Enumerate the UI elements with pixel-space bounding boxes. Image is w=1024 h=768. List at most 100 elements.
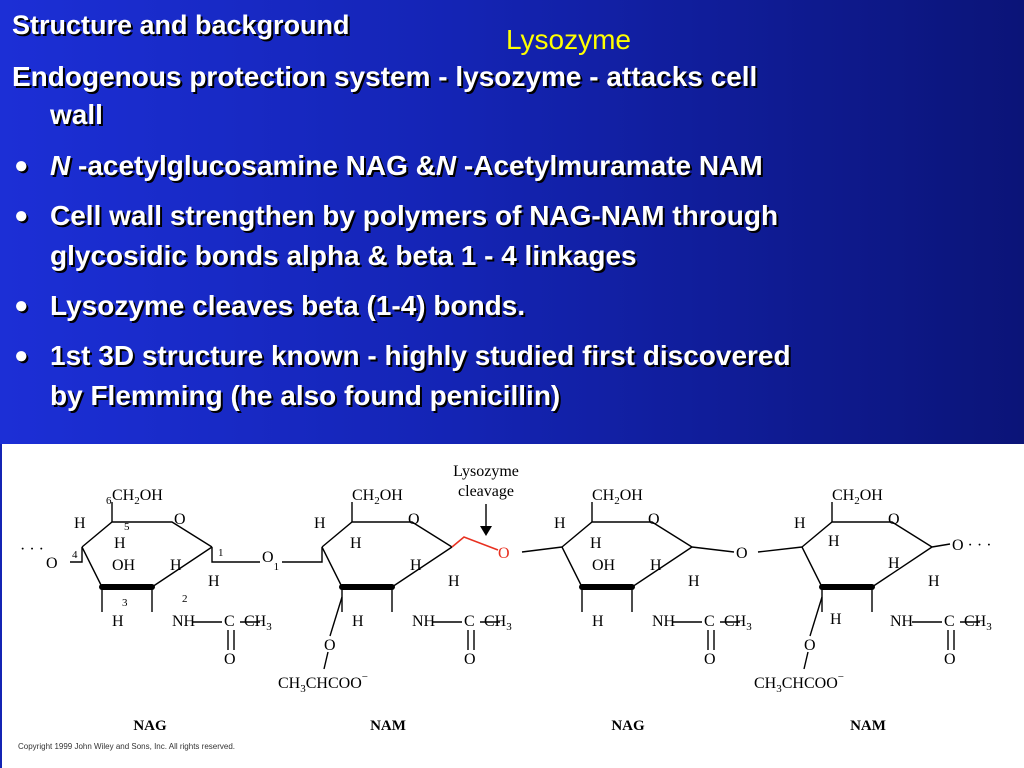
ring-bottom-bonds (321, 546, 453, 588)
oxygen-label: O (804, 637, 816, 654)
bullet-dot-icon: ● (14, 342, 29, 369)
carbon-number: 4 (72, 549, 78, 561)
bullet-text: -acetylglucosamine NAG & (70, 150, 436, 181)
carbon-label: C (224, 613, 235, 630)
carbon-label: C (464, 613, 475, 630)
c4-o-bond (70, 547, 83, 563)
cleavage-label-2: cleavage (458, 483, 514, 500)
ring-label-nam-2: NAM (850, 718, 886, 734)
ring-top-bonds (561, 521, 693, 548)
h-label: H (208, 573, 220, 590)
h-label: H (830, 611, 842, 628)
bullet-text: 1st 3D structure known - highly studied … (50, 340, 791, 371)
bullet-list: ● N -acetylglucosamine NAG &N -Acetylmur… (12, 146, 1012, 426)
ring-oxygen-label: O (408, 511, 420, 528)
oxygen-label: O (324, 637, 336, 654)
h-label: H (350, 535, 362, 552)
ch2oh-label: CH2OH (592, 487, 643, 507)
h-label: H (114, 535, 126, 552)
ch2oh-label: CH2OH (832, 487, 883, 507)
carbon-numbers: 6 5 4 1 3 2 (72, 495, 224, 609)
intro-line-1: Endogenous protection system - lysozyme … (12, 61, 758, 92)
ring-oxygen-label: O (174, 511, 186, 528)
oxygen-label: O (224, 651, 236, 668)
ring-label-nag-1: NAG (133, 718, 167, 734)
glycosidic-oxygen-label: O1 (262, 549, 279, 573)
slide-title: Lysozyme (506, 24, 632, 55)
lactyl-chain-bond (803, 651, 809, 670)
h-label: H (170, 557, 182, 574)
diagram-svg: Lysozyme cleavage · · · O · · · CH2OH O … (20, 463, 992, 734)
nh-label: NH (412, 613, 436, 630)
bullet-item: ● 1st 3D structure known - highly studie… (12, 336, 1012, 416)
ring-oxygen-label: O (648, 511, 660, 528)
h-label: H (554, 515, 566, 532)
oxygen-label: O (464, 651, 476, 668)
ch3-label: CH3 (484, 613, 512, 633)
bullet-item: ● Cell wall strengthen by polymers of NA… (12, 196, 1012, 276)
ch2oh-label: CH2OH (112, 487, 163, 507)
carbon-label: C (704, 613, 715, 630)
diagram-labels: Lysozyme cleavage · · · O · · · CH2OH O … (20, 463, 992, 695)
bullet-dot-icon: ● (14, 292, 29, 319)
ring-top-bonds (81, 521, 213, 548)
ring-label-nam-1: NAM (370, 718, 406, 734)
intro-text: Endogenous protection system - lysozyme … (12, 58, 1002, 134)
glycosidic-bond (691, 546, 735, 553)
carbonyl-bond (467, 630, 475, 650)
peptidoglycan-diagram: Lysozyme cleavage · · · O · · · CH2OH O … (0, 444, 1024, 768)
glycosidic-bond (931, 543, 951, 548)
bullet-dot-icon: ● (14, 152, 29, 179)
h-label: H (314, 515, 326, 532)
lactyl-bond (809, 596, 823, 637)
ch3-label: CH3 (964, 613, 992, 633)
ch3-label: CH3 (244, 613, 272, 633)
ring-bottom-bonds (561, 546, 693, 588)
h-label: H (352, 613, 364, 630)
glycosidic-bond (521, 546, 563, 553)
carbon-number: 3 (122, 597, 128, 609)
carbon-label: C (944, 613, 955, 630)
glycosidic-bond (282, 547, 323, 563)
bullet-text: N (435, 150, 457, 181)
h-label: H (928, 573, 940, 590)
cleavage-label-1: Lysozyme (453, 463, 519, 480)
h-label: H (74, 515, 86, 532)
h-label: H (590, 535, 602, 552)
h-label: H (592, 613, 604, 630)
bullet-item: ● Lysozyme cleaves beta (1-4) bonds. (12, 286, 1012, 326)
oxygen-label: O (46, 555, 58, 572)
carbonyl-bond (947, 630, 955, 650)
bullet-text: by Flemming (he also found penicillin) (50, 380, 561, 411)
lactyl-bond (329, 596, 343, 637)
carbon-number: 1 (218, 547, 224, 559)
oxygen-label: O (944, 651, 956, 668)
ring-bottom-bonds (81, 546, 213, 588)
ring-oxygen-label: O (888, 511, 900, 528)
cleavage-bond (451, 536, 499, 551)
ring-top-bonds (801, 521, 933, 548)
carbon-number: 5 (124, 521, 130, 533)
h-label: H (688, 573, 700, 590)
h-label: H (112, 613, 124, 630)
ring-top-bonds (321, 521, 453, 548)
ch3-label: CH3 (724, 613, 752, 633)
ring-label-nag-2: NAG (611, 718, 645, 734)
carbonyl-bond (707, 630, 715, 650)
ring-bottom-bonds (801, 546, 933, 588)
cleaved-oxygen-label: O (498, 545, 510, 562)
nh-label: NH (890, 613, 914, 630)
nh-label: NH (652, 613, 676, 630)
bullet-text: glycosidic bonds alpha & beta 1 - 4 link… (50, 240, 637, 271)
bullet-dot-icon: ● (14, 202, 29, 229)
h-label: H (650, 557, 662, 574)
cleavage-arrowhead-icon (480, 526, 492, 536)
bullet-text: Cell wall strengthen by polymers of NAG-… (50, 200, 779, 231)
ring-labels: NAG NAM NAG NAM (133, 718, 886, 734)
nh-label: NH (172, 613, 196, 630)
carbon-number: 6 (106, 495, 112, 507)
carbon-number: 2 (182, 593, 188, 605)
right-ellipsis: O · · · (952, 537, 992, 554)
h-label: H (828, 533, 840, 550)
bullet-text: Lysozyme cleaves beta (1-4) bonds. (50, 290, 526, 321)
